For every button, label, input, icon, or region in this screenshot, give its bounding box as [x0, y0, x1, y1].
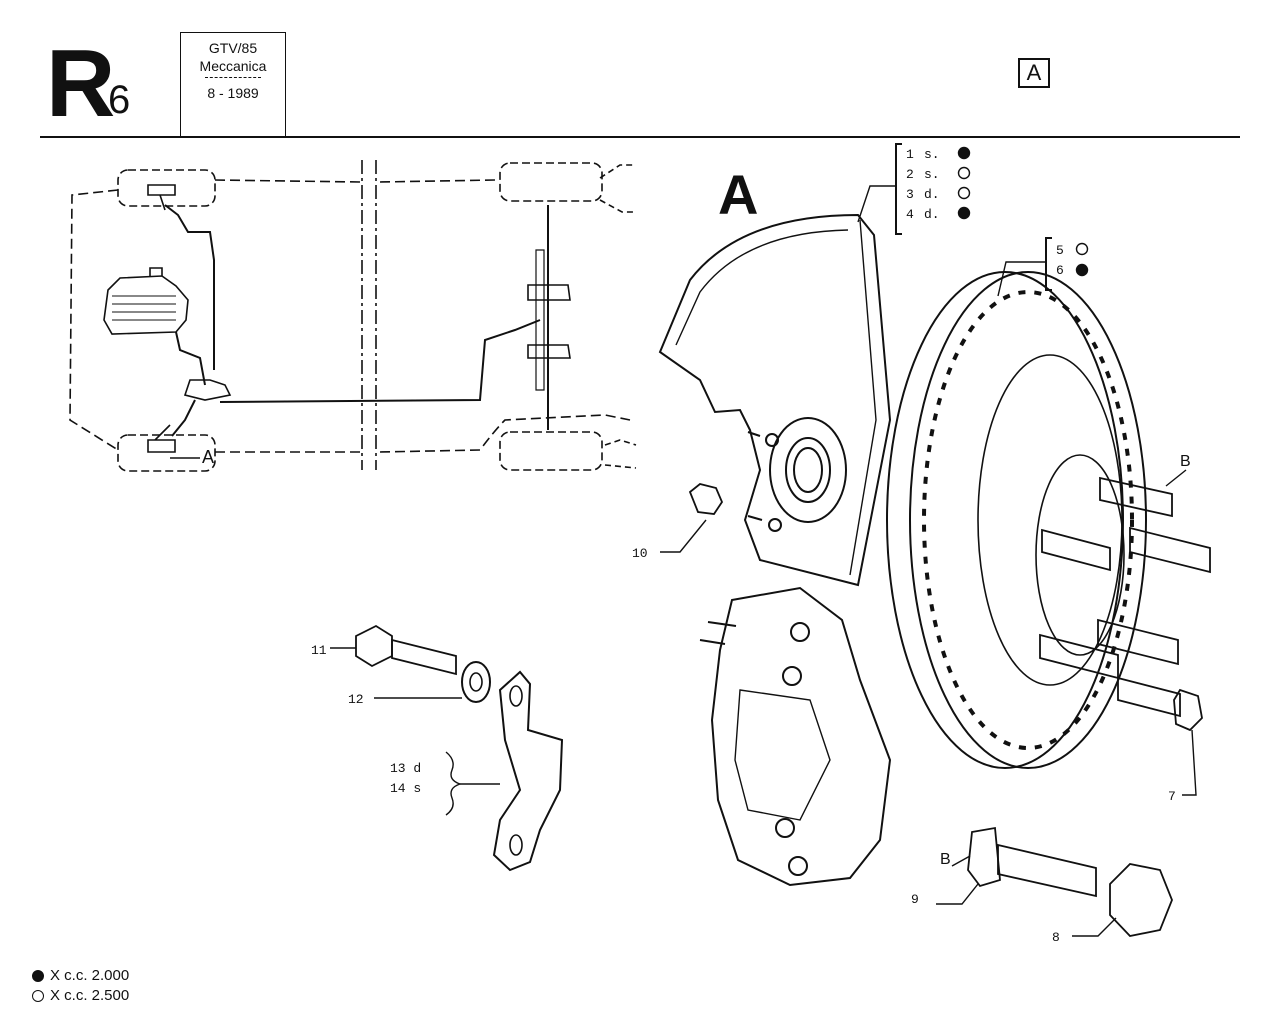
chassis-overview	[69, 160, 637, 472]
leader-b-lower	[951, 855, 971, 867]
filled-marker-icon	[32, 970, 44, 983]
part-1-number: 1	[906, 147, 914, 162]
model-code: GTV/85	[208, 40, 258, 56]
part-1-marker-filled	[957, 146, 971, 160]
part-5-marker-open	[1075, 242, 1089, 256]
bracket-parts-1-4	[895, 143, 902, 235]
chassis-outline-front	[69, 189, 119, 451]
front-right-caliper	[147, 424, 176, 453]
header-rule	[40, 136, 1240, 138]
part-2-number: 2	[906, 167, 914, 182]
callout-b-upper: B	[1180, 453, 1191, 470]
part-3-marker-open	[957, 186, 971, 200]
part-5-number: 5	[1056, 243, 1064, 258]
front-left-wheel	[117, 169, 216, 207]
callout-14: 14 s	[390, 781, 421, 796]
brake-line-front-right	[171, 399, 196, 437]
overview-callout-a: A	[202, 447, 214, 467]
section-letter: R	[46, 30, 115, 137]
brake-line-rear	[219, 319, 541, 403]
washer-12	[461, 661, 491, 703]
rear-left-wheel	[499, 162, 603, 202]
chassis-outline-bottom	[215, 414, 631, 453]
hub-carrier	[747, 417, 847, 532]
bracket-hole-lower	[509, 834, 523, 856]
leader-8	[1072, 917, 1117, 937]
brake-disc	[886, 271, 1147, 769]
front-left-caliper	[147, 184, 176, 211]
leader-parts-1-4	[857, 185, 896, 223]
legend-text-open: X c.c. 2.500	[50, 987, 130, 1004]
callout-7: 7	[1168, 789, 1176, 804]
part-4-marker-filled	[957, 206, 971, 220]
part-6-number: 6	[1056, 263, 1064, 278]
issue-date: 8 - 1989	[207, 85, 259, 101]
legend: X c.c. 2.000 X c.c. 2.500	[32, 966, 129, 1006]
legend-row-filled: X c.c. 2.000	[32, 966, 129, 986]
bolt-11-shank	[391, 638, 457, 676]
callout-12: 12	[348, 692, 364, 707]
open-marker-icon	[32, 990, 44, 1003]
part-2-side: s.	[924, 167, 940, 182]
nut-8	[1109, 863, 1173, 937]
nut-10	[688, 483, 724, 515]
leader-10	[660, 519, 707, 553]
leader-parts-5-6	[997, 261, 1046, 297]
parts-1-4-list: 1 s. 2 s. 3 d. 4 d.	[906, 146, 971, 222]
legend-text-filled: X c.c. 2.000	[50, 967, 130, 984]
brace-13-14	[445, 751, 463, 816]
part-3-number: 3	[906, 187, 914, 202]
wheel-studs	[1039, 476, 1211, 680]
callout-13: 13 d	[390, 761, 421, 776]
chassis-outline-rear-top	[599, 164, 636, 213]
view-reference-box: A	[1018, 58, 1050, 88]
part-6-marker-filled	[1075, 263, 1089, 277]
legend-row-open: X c.c. 2.500	[32, 986, 129, 1006]
brake-fluid-reservoir	[103, 275, 189, 335]
brake-caliper	[699, 586, 892, 887]
chassis-outline-rear-bottom	[604, 439, 637, 469]
brake-line-reservoir	[175, 331, 206, 386]
bolt-11-head	[355, 624, 393, 668]
stud-9-head	[967, 826, 1001, 888]
bracket-parts-5-6	[1045, 237, 1052, 291]
leader-9	[936, 883, 979, 905]
brake-line-front-left	[164, 204, 215, 370]
callout-8: 8	[1052, 930, 1060, 945]
part-1-side: s.	[924, 147, 940, 162]
info-box: GTV/85 Meccanica 8 - 1989	[180, 32, 286, 136]
bracket-hole-upper	[509, 685, 523, 707]
callout-leaders	[330, 469, 1197, 937]
caliper-bracket-13-14	[492, 670, 564, 872]
reservoir-cap	[149, 267, 163, 276]
washer-12-hole	[469, 672, 483, 692]
detail-view-title: A	[718, 163, 758, 226]
hex-bolt-7	[1117, 676, 1203, 732]
section-number: 6	[108, 78, 131, 122]
reservoir-hatching	[112, 295, 176, 321]
part-4-side: d.	[924, 207, 940, 222]
callout-10: 10	[632, 546, 648, 561]
leader-7	[1182, 729, 1197, 796]
part-2-marker-open	[957, 166, 971, 180]
rear-calipers	[527, 284, 571, 359]
category-label: Meccanica	[199, 58, 267, 74]
chassis-outline-top	[214, 179, 496, 183]
callout-11: 11	[311, 643, 327, 658]
callout-b-lower: B	[940, 851, 951, 868]
brake-dust-shield	[658, 213, 892, 587]
servo-valve	[183, 379, 232, 401]
stud-9-shank	[997, 843, 1097, 898]
rear-axle	[535, 249, 545, 391]
leader-b-upper	[1165, 469, 1187, 487]
front-right-wheel	[117, 434, 216, 472]
part-3-side: d.	[924, 187, 940, 202]
info-box-divider	[205, 77, 261, 78]
callout-9: 9	[911, 892, 919, 907]
part-4-number: 4	[906, 207, 914, 222]
rear-right-wheel	[499, 431, 603, 471]
